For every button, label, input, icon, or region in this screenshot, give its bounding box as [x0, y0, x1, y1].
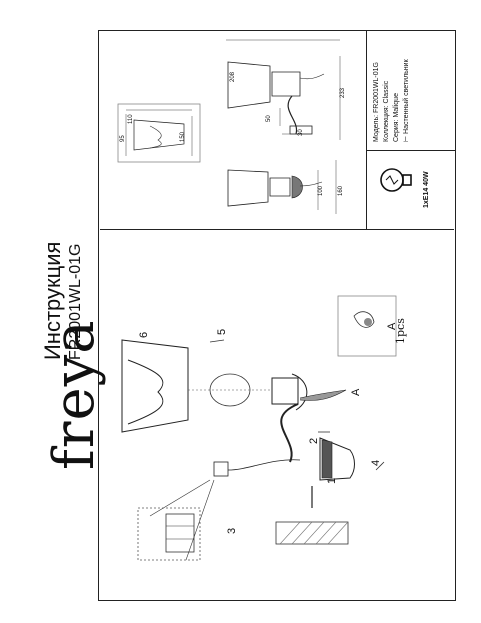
info-model-value: FR2001WL-01G	[373, 62, 380, 113]
dim-depth-b: 160	[338, 185, 344, 196]
part-label-a: A	[350, 388, 362, 396]
info-collection-row: Коллекция: Classic	[382, 81, 391, 142]
bulb-divider	[366, 150, 456, 151]
dim-shade-h: 95	[120, 135, 126, 142]
dim-base-a: 50	[266, 115, 272, 122]
info-series-value: Malique	[393, 93, 400, 118]
dim-depth-a: 100	[318, 185, 324, 196]
bulb-spec: 1xE14 40W	[423, 171, 430, 208]
info-series-row: Серия: Malique	[392, 93, 401, 142]
part-label-1: 1	[326, 477, 338, 484]
part-label-6: 6	[138, 331, 150, 338]
dim-arm-h: 233	[340, 87, 346, 98]
info-divider	[366, 30, 367, 230]
info-model-row: Модель: FR2001WL-01G	[372, 62, 381, 142]
part-label-3: 3	[226, 527, 238, 534]
package-qty: 1pcs	[394, 318, 407, 344]
info-collection-label: Коллекция:	[383, 105, 390, 142]
section-divider	[100, 229, 454, 230]
info-model-label: Модель:	[373, 114, 380, 142]
part-label-4: 4	[370, 459, 382, 466]
dim-base-b: 30	[298, 129, 304, 136]
info-series-label: Серия:	[393, 119, 400, 143]
dim-width-top: 208	[230, 71, 236, 82]
info-type-value: Настенный светильник	[403, 59, 410, 134]
lamp-type-icon: ⊢	[403, 135, 410, 142]
part-label-5: 5	[216, 328, 228, 335]
page-frame	[98, 30, 456, 601]
info-collection-value: Classic	[383, 80, 390, 104]
dim-shade-w: 110	[128, 114, 134, 124]
part-label-2: 2	[308, 437, 320, 444]
dim-shade-d: 150	[180, 131, 186, 142]
info-type-row: ⊢ Настенный светильник	[402, 59, 411, 142]
